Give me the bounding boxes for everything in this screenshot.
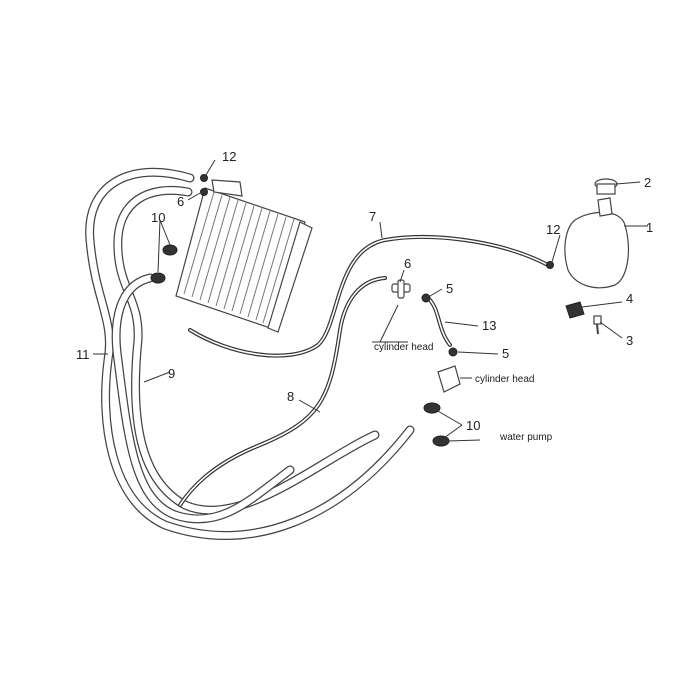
clamp-5-lower: [448, 347, 458, 357]
callout-5-upper: 5: [446, 281, 453, 296]
clamp-10-lower: [432, 435, 450, 447]
clamp-6-radiator: [200, 188, 208, 196]
callout-10-pump: 10: [466, 418, 480, 433]
callout-3: 3: [626, 333, 633, 348]
hose-13: [428, 298, 452, 347]
callout-10-radiator: 10: [151, 210, 165, 225]
callout-13: 13: [482, 318, 496, 333]
t-fitting-6: [391, 279, 411, 299]
expansion-tank: [564, 197, 630, 289]
bracket-4: [565, 301, 585, 319]
clamp-10-radiator-b: [150, 272, 166, 284]
tank-cap: [594, 178, 618, 195]
callout-12-tank: 12: [546, 222, 560, 237]
label-cylinder-head-upper: cylinder head: [374, 342, 433, 353]
callout-11: 11: [76, 347, 90, 362]
hose-8: [178, 276, 387, 507]
cylinder-head-fitting: [437, 365, 461, 393]
callout-7: 7: [369, 209, 376, 224]
callout-12-radiator: 12: [222, 149, 236, 164]
callout-6-radiator: 6: [177, 194, 184, 209]
radiator: [175, 179, 313, 333]
callout-6-fitting: 6: [404, 256, 411, 271]
callout-2: 2: [644, 175, 651, 190]
hose-lower: [111, 273, 295, 524]
callout-8: 8: [287, 389, 294, 404]
label-cylinder-head-lower: cylinder head: [475, 374, 534, 385]
label-water-pump: water pump: [499, 432, 553, 443]
hose-7: [188, 235, 550, 358]
callout-9: 9: [168, 366, 175, 381]
screw-3: [593, 315, 602, 335]
hose-11: [85, 167, 415, 540]
callout-5-lower: 5: [502, 346, 509, 361]
hose-9: [113, 185, 380, 515]
clamp-10-radiator-a: [162, 244, 178, 256]
clamp-12-radiator: [200, 174, 208, 182]
clamp-5-upper: [421, 293, 431, 303]
clamp-12-tank: [546, 261, 554, 269]
callout-4: 4: [626, 291, 633, 306]
callout-1: 1: [646, 220, 653, 235]
leader-lines: [93, 159, 648, 442]
